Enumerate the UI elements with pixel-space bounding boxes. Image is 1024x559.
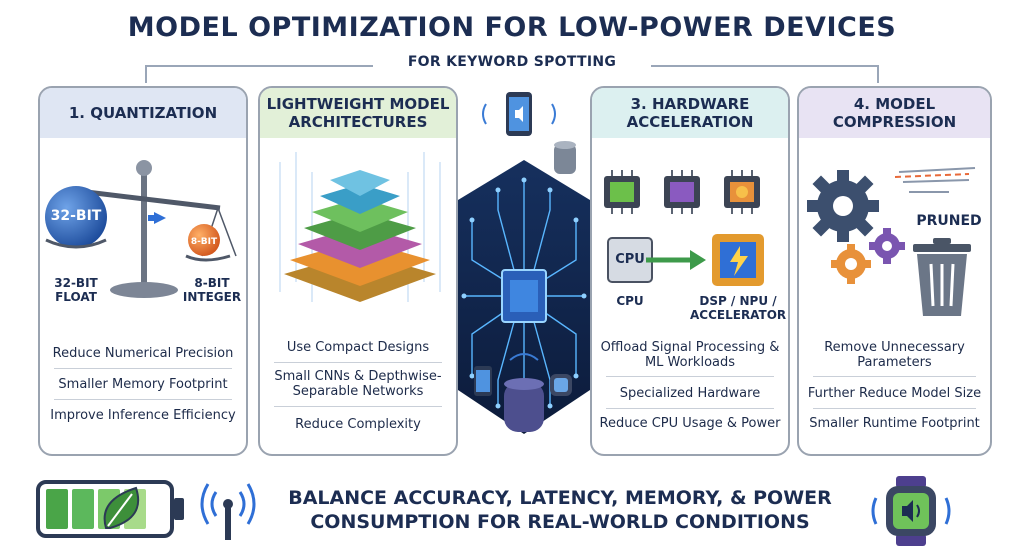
- panel-compression: 4. MODEL COMPRESSION: [797, 86, 992, 456]
- bullet-item: Smaller Memory Footprint: [58, 377, 228, 392]
- bullet-item: Reduce Numerical Precision: [52, 346, 234, 361]
- panel-architectures: LIGHTWEIGHT MODEL ARCHITECTURES Use Comp…: [258, 86, 458, 456]
- bullet-item: Remove Unnecessary Parameters: [824, 340, 965, 370]
- phone-icon: [506, 92, 532, 136]
- panel-header-hardware: 3. HARDWARE ACCELERATION: [592, 88, 788, 138]
- chip-icon: [604, 170, 764, 286]
- big-ball-label: 32-BIT: [50, 208, 102, 224]
- panel-header-quantization: 1. QUANTIZATION: [40, 88, 246, 138]
- panel-hardware: 3. HARDWARE ACCELERATION CPU CPU DSP / N…: [590, 86, 790, 456]
- bullet-item: Offload Signal Processing & ML Workloads: [600, 340, 780, 370]
- circuit-board-icon: [458, 92, 590, 434]
- trash-icon: [913, 238, 971, 316]
- accelerator-label: DSP / NPU / ACCELERATOR: [690, 294, 787, 322]
- panel-header-compression: 4. MODEL COMPRESSION: [799, 88, 990, 138]
- cpu-chip-label: CPU: [615, 252, 645, 267]
- smart-speaker-icon: [504, 378, 544, 432]
- bullet-item: Small CNNs & Depthwise-Separable Network…: [274, 369, 442, 399]
- panel-header-architectures: LIGHTWEIGHT MODEL ARCHITECTURES: [260, 88, 456, 138]
- subtitle-bracket: FOR KEYWORD SPOTTING: [145, 54, 879, 83]
- smart-speaker-icon: [554, 141, 576, 174]
- integer-label: 8-BIT INTEGER: [182, 276, 242, 304]
- scale-icon: [45, 160, 237, 298]
- smartwatch-icon: [550, 374, 572, 396]
- gear-icon: [807, 167, 976, 316]
- bullet-item: Use Compact Designs: [286, 340, 430, 355]
- antenna-icon: [200, 483, 256, 540]
- bullet-item: Smaller Runtime Footprint: [809, 416, 980, 431]
- phone-icon: [474, 366, 492, 396]
- bullet-item: Further Reduce Model Size: [807, 386, 982, 401]
- page-subtitle: FOR KEYWORD SPOTTING: [407, 54, 617, 70]
- bullet-item: Reduce Complexity: [295, 417, 421, 432]
- bullet-item: Improve Inference Efficiency: [50, 408, 236, 423]
- footer-line-2: CONSUMPTION FOR REAL-WORLD CONDITIONS: [310, 511, 810, 533]
- footer-line-1: BALANCE ACCURACY, LATENCY, MEMORY, & POW…: [288, 487, 832, 509]
- bullet-item: Specialized Hardware: [619, 386, 761, 401]
- page-title: MODEL OPTIMIZATION FOR LOW-POWER DEVICES: [127, 12, 897, 43]
- layer-stack-icon: [279, 152, 441, 302]
- small-ball-label: 8-BIT: [190, 237, 218, 247]
- float-label: 32-BIT FLOAT: [54, 276, 98, 304]
- battery-leaf-icon: [36, 480, 184, 538]
- circuit-graphic: [458, 90, 590, 540]
- cpu-label: CPU: [616, 294, 644, 308]
- pruned-label: PRUNED: [916, 213, 982, 229]
- bullet-item: Reduce CPU Usage & Power: [599, 416, 781, 431]
- panel-quantization: 1. QUANTIZATION 32-BIT 8-BIT 32-BIT FLOA…: [38, 86, 248, 456]
- footer-summary: BALANCE ACCURACY, LATENCY, MEMORY, & POW…: [260, 486, 860, 534]
- smartwatch-icon: [871, 476, 951, 546]
